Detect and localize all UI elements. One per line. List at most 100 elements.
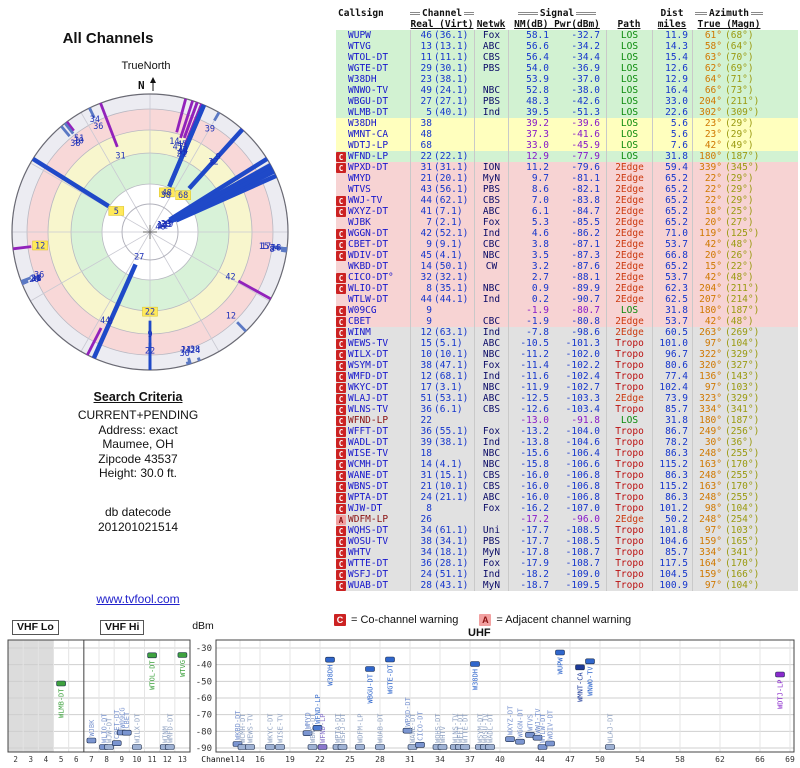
callsign-link[interactable]: WTVG [348, 41, 371, 52]
table-sub-header: Real (Virt) Netwk NM(dB) Pwr(dBm) Path m… [336, 19, 798, 30]
virtual-channel: (35.1) [434, 283, 469, 294]
channel-label: 5 [114, 207, 119, 217]
callsign-link[interactable]: WLNS-TV [348, 404, 389, 415]
callsign-link[interactable]: WGGN-DT [348, 228, 389, 239]
callsign-link[interactable]: WGTE-DT [348, 63, 389, 74]
channel-label: 14 [181, 345, 191, 355]
callsign-link[interactable]: WTTE-DT [348, 558, 389, 569]
network: Ind [474, 437, 508, 448]
path: Tropo [606, 360, 652, 371]
signal-power: -85.5 [571, 217, 600, 228]
callsign-link[interactable]: WHTV [348, 547, 371, 558]
distance-miles: 65.2 [652, 217, 692, 228]
channel-label: 8 [108, 317, 113, 327]
callsign-link[interactable]: WPTA-DT [348, 492, 389, 503]
station-marker [302, 730, 313, 736]
dbm-tick: -40 [196, 661, 212, 671]
channel-label: 15 [259, 242, 269, 252]
callsign-link[interactable]: WPXD-DT [348, 162, 389, 173]
callsign-link[interactable]: WCMH-DT [348, 459, 389, 470]
callsign-link[interactable]: WUPW [348, 30, 371, 41]
callsign-link[interactable]: CBET [348, 316, 371, 327]
callsign-link[interactable]: WLAJ-DT [348, 393, 389, 404]
noise-margin: -16.2 [508, 503, 552, 514]
virtual-channel: (50.1) [434, 261, 469, 272]
signal-power: -32.7 [571, 30, 600, 41]
azimuth-magnetic: (125°) [725, 228, 760, 239]
channel-label: 12 [226, 312, 236, 322]
callsign-link[interactable]: W09CG [348, 305, 377, 316]
callsign-link[interactable]: CICO-DT° [348, 272, 394, 283]
signal-power: -34.2 [571, 41, 600, 52]
callsign-link[interactable]: W38DH [348, 74, 377, 85]
callsign-link[interactable]: WSFJ-DT [348, 569, 389, 580]
callsign-link[interactable]: WMFD-DT [348, 371, 389, 382]
azimuth-true: 42° [692, 239, 722, 250]
callsign-link[interactable]: WBGU-DT [348, 96, 389, 107]
callsign-link[interactable]: WANE-DT [348, 470, 389, 481]
callsign-link[interactable]: WOSU-TV [348, 536, 389, 547]
callsign-link[interactable]: WILX-DT [348, 349, 389, 360]
channel-label: 51 [74, 134, 84, 144]
callsign-link[interactable]: WLIO-DT [348, 283, 389, 294]
callsign-link[interactable]: WBNS-DT [348, 481, 389, 492]
distance-miles: 101.0 [652, 338, 692, 349]
callsign-link[interactable]: WKYC-DT [348, 382, 389, 393]
network [474, 272, 508, 283]
station-label: WCMH-DT [239, 713, 247, 743]
co-channel-warning-badge: C [336, 481, 346, 492]
virtual-channel: (63.1) [434, 327, 469, 338]
callsign-link[interactable]: WINM [348, 327, 371, 338]
virtual-channel: (34.1) [434, 536, 469, 547]
callsign-link[interactable]: CBET-DT [348, 239, 389, 250]
azimuth-true: 97° [692, 338, 722, 349]
callsign-link[interactable]: WMYD [348, 173, 371, 184]
callsign-link[interactable]: WDFM-LP [348, 514, 389, 525]
callsign-link[interactable]: WEWS-TV [348, 338, 389, 349]
station-label: CBET [123, 711, 131, 729]
tvfool-link[interactable]: www.tvfool.com [96, 592, 180, 606]
callsign-link[interactable]: WFFT-DT [348, 426, 389, 437]
station-label: WMNT-CA [577, 672, 585, 702]
callsign-link[interactable]: WDIV-DT [348, 250, 389, 261]
noise-margin: -16.0 [508, 481, 552, 492]
azimuth-true: 248° [692, 470, 722, 481]
callsign-link[interactable]: WTOL-DT [348, 52, 389, 63]
callsign-link[interactable]: WJBK [348, 217, 371, 228]
callsign-link[interactable]: W38DH [348, 118, 377, 129]
callsign-link[interactable]: WTLW-DT [348, 294, 389, 305]
noise-margin: -12.6 [508, 404, 552, 415]
channel-tick: 40 [495, 755, 505, 764]
callsign-link[interactable]: WFND-LP [348, 151, 389, 162]
callsign-link[interactable]: WDTJ-LP [348, 140, 389, 151]
virtual-channel: (61.1) [434, 525, 469, 536]
virtual-channel [432, 514, 474, 525]
network [474, 415, 508, 426]
azimuth-magnetic: (341°) [725, 547, 760, 558]
callsign-link[interactable]: WTVS [348, 184, 371, 195]
callsign-link[interactable]: WFND-LP [348, 415, 389, 426]
distance-miles: 78.2 [652, 437, 692, 448]
callsign-link[interactable]: WISE-TV [348, 448, 389, 459]
callsign-link[interactable]: WNWO-TV [348, 85, 389, 96]
path: LOS [606, 415, 652, 426]
callsign-link[interactable]: WQHS-DT [348, 525, 389, 536]
distance-miles: 53.7 [652, 272, 692, 283]
callsign-link[interactable]: WJW-DT [348, 503, 383, 514]
channel-tick: 5 [59, 755, 64, 764]
callsign-link[interactable]: WSYM-DT [348, 360, 389, 371]
distance-miles: 22.6 [652, 107, 692, 118]
callsign-link[interactable]: WLMB-DT [348, 107, 389, 118]
callsign-link[interactable]: WXYZ-DT [348, 206, 389, 217]
callsign-link[interactable]: WUAB-DT [348, 580, 389, 591]
callsign-link[interactable]: WADL-DT [348, 437, 389, 448]
callsign-link[interactable]: WKBD-DT [348, 261, 389, 272]
callsign-link[interactable]: WMNT-CA [348, 129, 389, 140]
radar-chart-title: All Channels [62, 30, 154, 47]
callsign-link[interactable]: WWJ-TV [348, 195, 383, 206]
noise-margin: 58.1 [508, 30, 552, 41]
signal-bar [179, 100, 194, 139]
